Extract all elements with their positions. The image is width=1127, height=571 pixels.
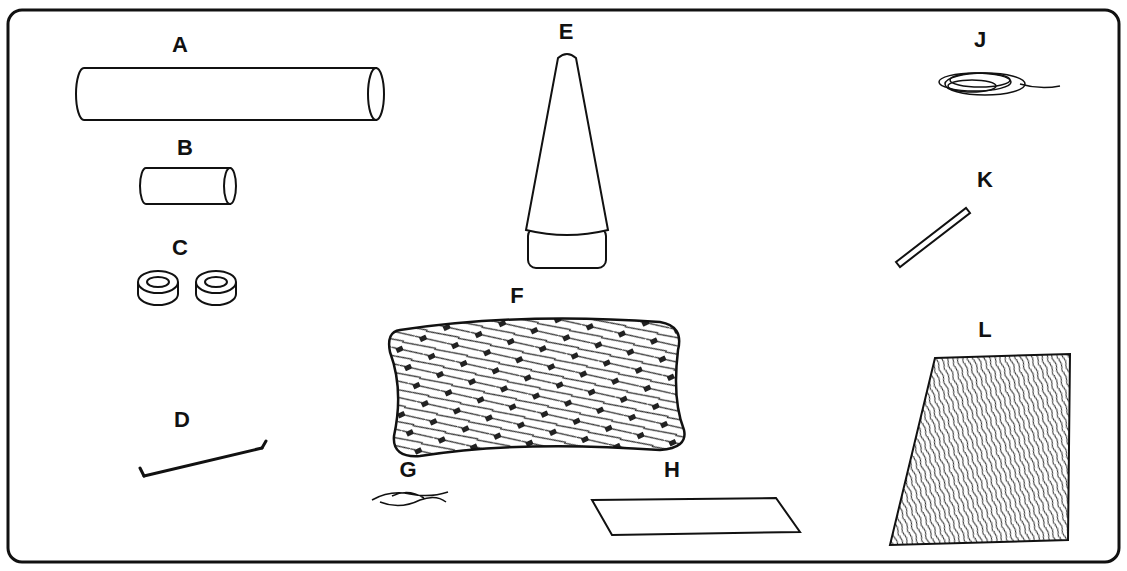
part-letter: H	[664, 459, 680, 481]
decal-sheet	[592, 498, 800, 535]
balsa-sheet	[890, 354, 1070, 545]
launch-lug	[896, 208, 970, 267]
part-letter: F	[510, 285, 523, 307]
frame	[8, 10, 1119, 562]
parachute	[389, 318, 684, 456]
part-letter: D	[174, 409, 190, 431]
centering-rings	[138, 271, 236, 305]
engine-hook	[140, 441, 266, 476]
part-letter: G	[399, 459, 416, 481]
part-letter: A	[172, 34, 188, 56]
part-letter: E	[559, 21, 574, 43]
part-letter: J	[974, 29, 986, 51]
coupler-tube	[140, 168, 236, 204]
part-letter: L	[978, 319, 991, 341]
part-letter: K	[977, 169, 993, 191]
part-letter: B	[177, 137, 193, 159]
thread-coil	[939, 73, 1060, 95]
nose-cone	[526, 54, 608, 268]
body-tube	[76, 68, 384, 120]
shroud-line	[372, 492, 448, 506]
part-letter: C	[172, 237, 188, 259]
